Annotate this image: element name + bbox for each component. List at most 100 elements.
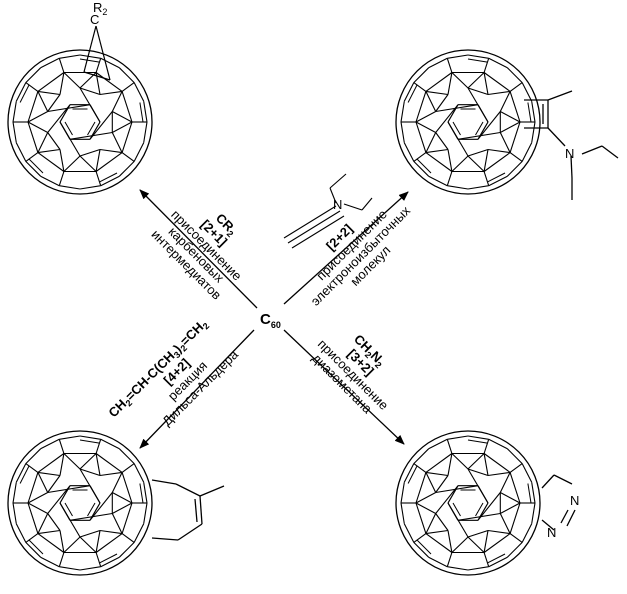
bond-line: [467, 453, 485, 470]
bond-line: [63, 155, 81, 172]
bond-line: [119, 448, 135, 464]
bond-line: [447, 72, 453, 95]
bond-line: [12, 101, 17, 123]
bond-line: [487, 172, 506, 183]
fullerene-product-bottom-left: [7, 430, 153, 576]
bond-line: [37, 72, 65, 92]
bond-line: [483, 453, 511, 473]
bond-line: [112, 492, 133, 504]
bond-line: [403, 142, 415, 162]
bond-line: [87, 121, 96, 136]
bond-line: [475, 121, 484, 136]
bond-line: [499, 91, 511, 112]
bond-line: [428, 438, 448, 450]
bond-line: [79, 439, 100, 444]
bond-line: [143, 101, 148, 123]
cyclobutene-ring: [524, 90, 619, 200]
bond-line: [509, 82, 523, 92]
bond-line: [451, 155, 469, 172]
bond-line: [79, 58, 100, 63]
bond-line: [467, 536, 485, 553]
bond-line: [488, 438, 508, 450]
bond-line: [507, 542, 523, 558]
bond-line: [121, 91, 133, 123]
bond-line: [435, 132, 449, 150]
bond-line: [531, 502, 536, 524]
bond-line: [415, 91, 427, 123]
fullerene-outline: [7, 49, 153, 195]
bond-line: [521, 463, 533, 483]
bond-line: [413, 161, 429, 177]
bond-line: [483, 439, 490, 454]
fullerene-product-bottom-right: [395, 430, 541, 576]
bond-line: [25, 67, 41, 83]
bond-line: [477, 492, 501, 521]
bond-line: [487, 553, 506, 564]
bond-line: [425, 132, 437, 153]
bond-line: [435, 94, 449, 112]
bond-line: [12, 502, 17, 524]
bond-line: [15, 142, 27, 162]
bond-line: [500, 121, 521, 133]
bond-line: [64, 121, 73, 136]
bond-line: [63, 453, 81, 470]
bond-line: [40, 175, 60, 187]
bond-line: [425, 91, 437, 112]
bond-line: [111, 513, 123, 534]
bond-line: [111, 132, 123, 153]
bond-line: [415, 492, 436, 504]
bond-line: [37, 513, 49, 534]
bond-line: [15, 82, 27, 102]
cyclopropane-bridge: [83, 25, 111, 81]
bond-line: [415, 111, 436, 123]
bond-line: [509, 121, 521, 153]
bond-line: [446, 439, 453, 454]
bond-line: [47, 513, 61, 531]
bond-line: [425, 472, 437, 493]
bond-line: [12, 121, 17, 143]
bond-line: [499, 472, 511, 493]
bond-line: [63, 72, 81, 89]
bond-line: [95, 552, 102, 567]
bond-line: [27, 492, 48, 504]
bond-line: [59, 185, 81, 190]
bond-line: [95, 149, 101, 172]
bond-line: [488, 175, 508, 187]
bond-line: [483, 72, 511, 92]
bond-line: [447, 149, 453, 172]
bond-line: [447, 185, 469, 190]
bond-line: [446, 58, 453, 73]
bond-line: [451, 536, 469, 553]
bond-line: [100, 57, 120, 69]
bond-line: [488, 556, 508, 568]
cyclohexene-ring: [151, 479, 225, 541]
bond-line: [95, 453, 101, 476]
bond-line: [487, 529, 511, 535]
bond-line: [95, 530, 101, 553]
bond-line: [100, 175, 120, 187]
bond-line: [467, 566, 489, 571]
bond-line: [37, 529, 61, 535]
bond-line: [425, 72, 453, 92]
bond-line: [27, 121, 48, 133]
bond-line: [521, 82, 533, 102]
bond-line: [112, 502, 133, 514]
bond-line: [467, 58, 488, 63]
bond-line: [415, 121, 436, 133]
bond-line: [58, 171, 65, 186]
bond-line: [79, 435, 101, 440]
bond-line: [143, 482, 148, 504]
bond-line: [121, 463, 135, 473]
bond-line: [79, 566, 101, 571]
bond-line: [487, 148, 511, 154]
bond-line: [403, 463, 415, 483]
bond-line: [447, 435, 469, 440]
bond-line: [79, 185, 101, 190]
bond-line: [413, 463, 427, 473]
bond-line: [447, 453, 453, 476]
bond-line: [447, 54, 469, 59]
bond-line: [47, 104, 71, 133]
bond-line: [95, 453, 123, 473]
bond-line: [25, 533, 39, 543]
bond-line: [500, 492, 521, 504]
